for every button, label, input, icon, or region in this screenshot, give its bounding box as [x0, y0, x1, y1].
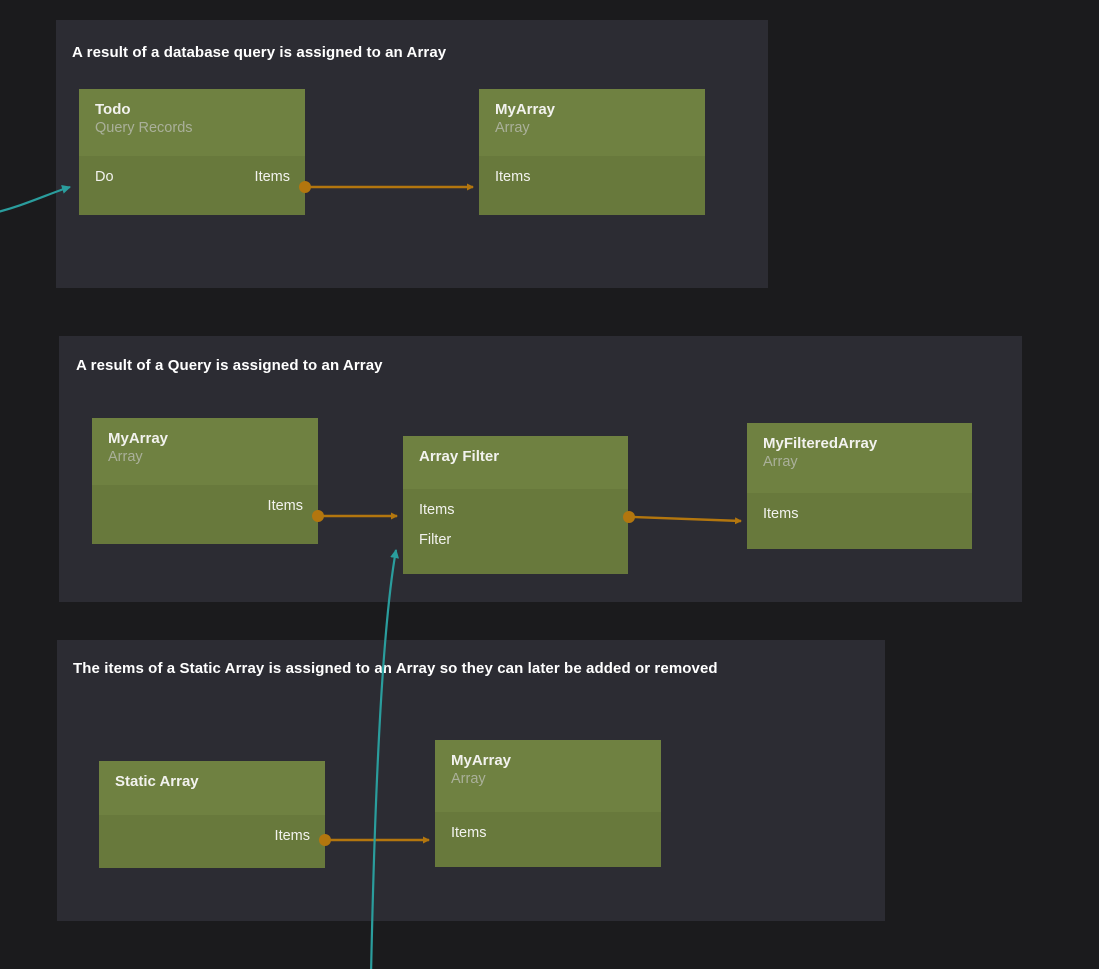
port-static-array-items[interactable]: Items	[274, 828, 310, 844]
node-myarray-3[interactable]: MyArray Array Items	[435, 740, 661, 867]
port-array-filter-filter-in[interactable]: Filter	[419, 532, 452, 548]
node-myarray-3-port-row: Items	[435, 818, 661, 848]
node-array-filter-port-row-items: Items	[403, 495, 628, 525]
panel-static-array-title: The items of a Static Array is assigned …	[73, 660, 718, 677]
node-todo-body: Do Items	[79, 156, 305, 215]
node-myarray-2[interactable]: MyArray Array Items	[92, 418, 318, 544]
node-myarray-1-header: MyArray Array	[479, 89, 705, 156]
node-myfilteredarray-body: Items	[747, 493, 972, 549]
node-myfilteredarray-title: MyFilteredArray	[763, 435, 878, 452]
node-myarray-2-body: Items	[92, 485, 318, 544]
node-myarray-3-title: MyArray	[451, 752, 512, 769]
node-myarray-1-port-row: Items	[479, 162, 705, 192]
node-array-filter[interactable]: Array Filter Items Filter	[403, 436, 628, 574]
node-myarray-2-subtitle: Array	[108, 449, 143, 465]
port-todo-items[interactable]: Items	[254, 169, 290, 185]
node-myarray-2-header: MyArray Array	[92, 418, 318, 485]
node-static-array-title: Static Array	[115, 773, 199, 790]
node-myarray-3-subtitle: Array	[451, 771, 486, 787]
node-static-array-body: Items	[99, 815, 325, 868]
node-todo-subtitle: Query Records	[95, 120, 193, 136]
node-myfilteredarray-header: MyFilteredArray Array	[747, 423, 972, 493]
node-todo-title: Todo	[95, 101, 131, 118]
node-static-array[interactable]: Static Array Items	[99, 761, 325, 868]
panel-query-result-title: A result of a Query is assigned to an Ar…	[76, 357, 383, 374]
port-myarray-2-items[interactable]: Items	[267, 498, 303, 514]
node-todo-header: Todo Query Records	[79, 89, 305, 156]
panel-database-query-title: A result of a database query is assigned…	[72, 44, 447, 61]
node-static-array-header: Static Array	[99, 761, 325, 815]
port-todo-do[interactable]: Do	[95, 169, 114, 185]
node-todo[interactable]: Todo Query Records Do Items	[79, 89, 305, 215]
port-myfilteredarray-items[interactable]: Items	[763, 506, 799, 522]
node-myfilteredarray[interactable]: MyFilteredArray Array Items	[747, 423, 972, 549]
node-myarray-1-body: Items	[479, 156, 705, 215]
node-myarray-1[interactable]: MyArray Array Items	[479, 89, 705, 215]
node-array-filter-body: Items Filter	[403, 489, 628, 574]
node-myarray-2-title: MyArray	[108, 430, 169, 447]
node-array-filter-title: Array Filter	[419, 448, 500, 465]
node-myarray-3-body: Items	[435, 812, 661, 867]
node-myarray-3-header: MyArray Array	[435, 740, 661, 812]
node-myarray-2-port-row: Items	[92, 491, 318, 521]
node-myarray-1-title: MyArray	[495, 101, 556, 118]
node-array-filter-header: Array Filter	[403, 436, 628, 489]
node-myfilteredarray-port-row: Items	[747, 499, 972, 529]
node-myfilteredarray-subtitle: Array	[763, 454, 798, 470]
port-myarray-3-items[interactable]: Items	[451, 825, 487, 841]
port-myarray-1-items[interactable]: Items	[495, 169, 531, 185]
port-array-filter-items-in[interactable]: Items	[419, 502, 455, 518]
node-myarray-1-subtitle: Array	[495, 120, 530, 136]
node-array-filter-port-row-filter: Filter	[403, 525, 628, 555]
node-todo-port-row: Do Items	[79, 162, 305, 192]
node-static-array-port-row: Items	[99, 821, 325, 851]
